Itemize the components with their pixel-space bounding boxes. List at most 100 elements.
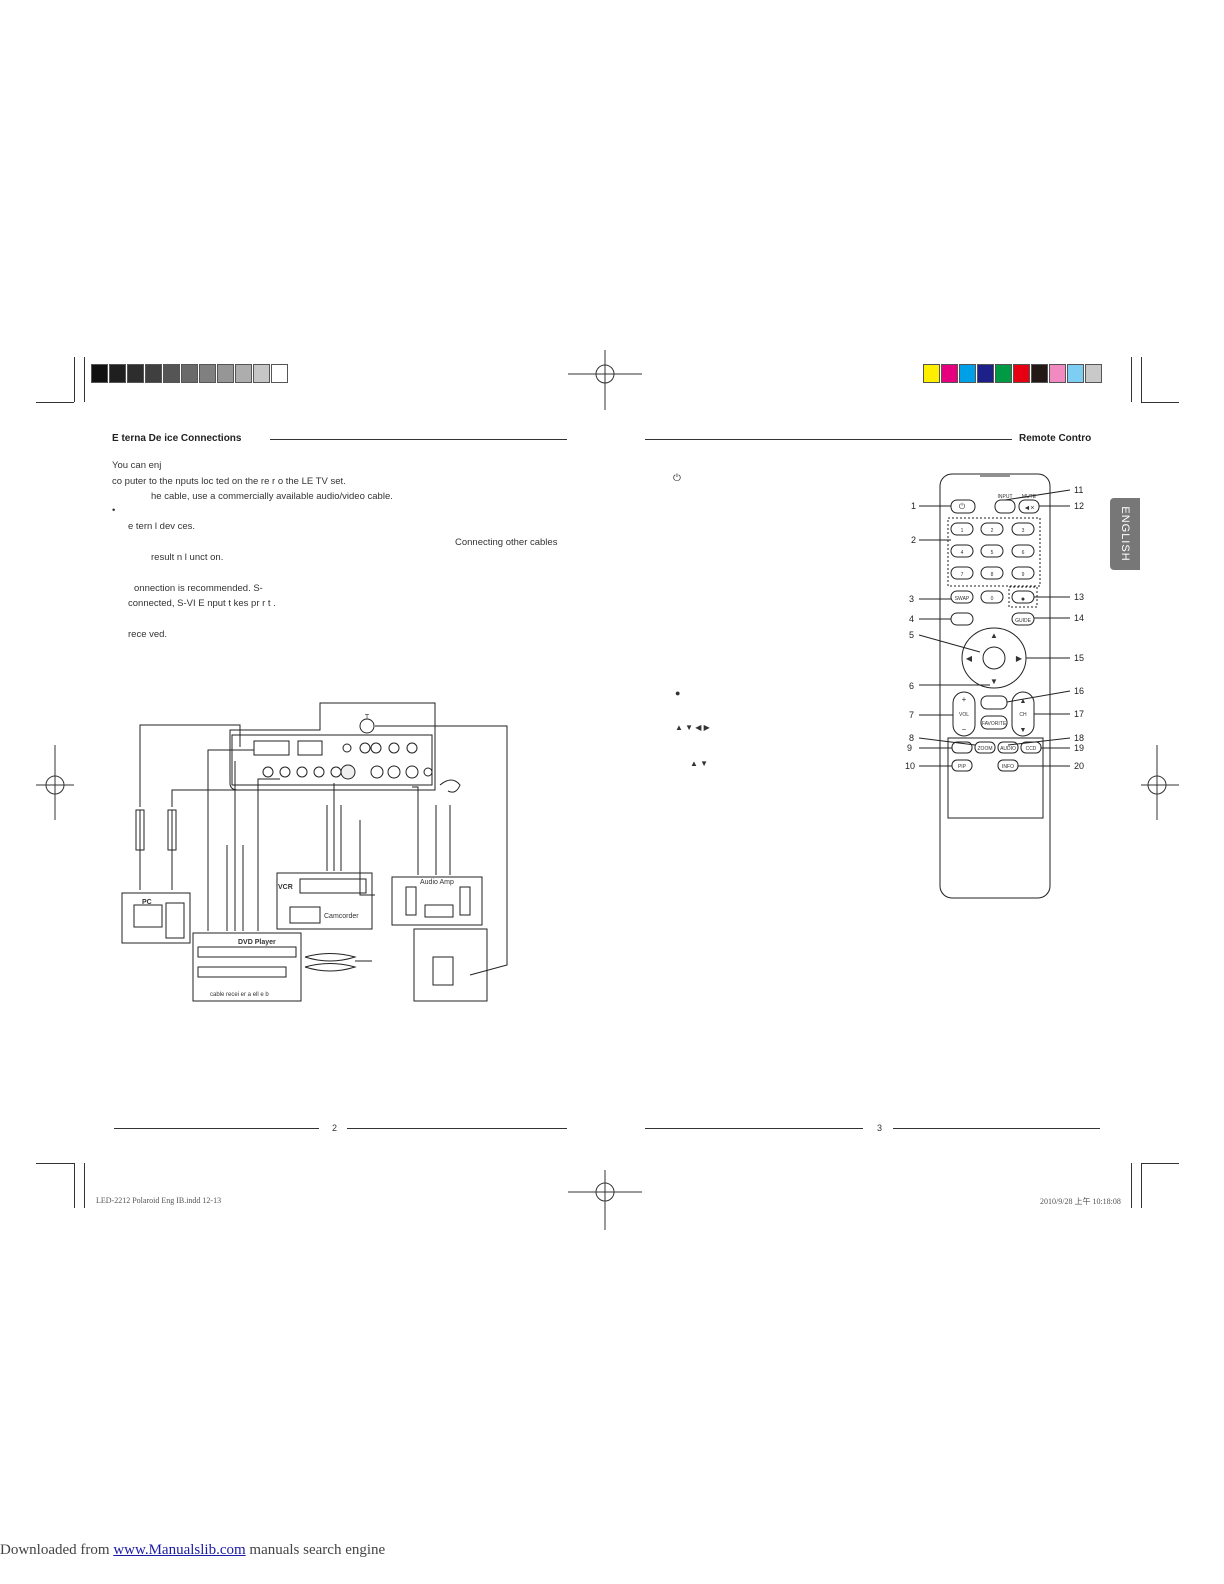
- color-swatch: [1049, 364, 1066, 383]
- svg-text:⏻: ⏻: [959, 502, 966, 511]
- camcorder-label: Camcorder: [324, 913, 359, 920]
- favorite-label: FAVORITE: [982, 721, 1007, 727]
- digit: 9: [1022, 572, 1025, 578]
- vol-label: VOL: [959, 712, 969, 718]
- zero-label: 0: [991, 596, 994, 602]
- up-down-symbol: ▲ ▼: [690, 759, 709, 768]
- footer-prefix: Downloaded from: [0, 1542, 114, 1558]
- bullet: •: [112, 505, 116, 516]
- digit: 6: [1022, 550, 1025, 556]
- svg-text:●: ●: [1021, 596, 1025, 603]
- callout: 17: [1074, 709, 1084, 719]
- left-page-heading: E terna De ice Connections: [112, 433, 242, 444]
- digit: 5: [991, 550, 994, 556]
- pc-label: PC: [142, 899, 152, 906]
- callout: 10: [905, 761, 915, 771]
- callout: 2: [911, 535, 916, 545]
- color-swatch: [923, 364, 940, 383]
- swap-label: SWAP: [955, 596, 970, 602]
- svg-text:▲: ▲: [1020, 698, 1027, 705]
- callout: 19: [1074, 743, 1084, 753]
- gray-swatch: [217, 364, 234, 383]
- gray-swatch: [163, 364, 180, 383]
- audio-label: AUDIO: [1000, 746, 1016, 752]
- color-swatch: [1067, 364, 1084, 383]
- paragraph-line: Connecting other cables: [455, 537, 558, 548]
- callout: 12: [1074, 501, 1084, 511]
- gray-swatch: [109, 364, 126, 383]
- vcr-label: VCR: [278, 884, 293, 891]
- paragraph-line: You can enj: [112, 460, 162, 471]
- svg-text:◀: ◀: [966, 654, 973, 663]
- gray-swatch: [91, 364, 108, 383]
- paragraph-line: connected, S-VI E nput t kes pr r t .: [128, 598, 276, 609]
- svg-text:▼: ▼: [1020, 727, 1027, 734]
- callout: 11: [1074, 485, 1083, 495]
- callout: 7: [909, 710, 914, 720]
- page-number-left: 2: [332, 1123, 338, 1133]
- color-swatch: [1085, 364, 1102, 383]
- callout: 3: [909, 594, 914, 604]
- gray-swatch: [271, 364, 288, 383]
- paragraph-line: he cable, use a commercially available a…: [151, 491, 393, 502]
- remote-control-diagram: INPUT MUTE ⏻ ◄× 1 2 3 4 5 6 7 8 9 SWAP 0…: [905, 473, 1084, 899]
- pip-label: PIP: [958, 764, 967, 770]
- gray-swatch: [127, 364, 144, 383]
- color-swatch: [959, 364, 976, 383]
- digit: 7: [961, 572, 964, 578]
- color-swatch: [1013, 364, 1030, 383]
- footer-rule-right-2: [893, 1128, 1100, 1129]
- callout: 16: [1074, 686, 1084, 696]
- zoom-label: ZOOM: [978, 746, 993, 752]
- color-swatch: [995, 364, 1012, 383]
- dvd-label: DVD Player: [238, 939, 276, 946]
- callout: 15: [1074, 653, 1084, 663]
- power-symbol: ⏻: [673, 473, 681, 484]
- mute-label: MUTE: [1022, 494, 1037, 500]
- footer-rule-right: [645, 1128, 863, 1129]
- digit: 8: [991, 572, 994, 578]
- footer-rule-left: [114, 1128, 319, 1129]
- connection-diagram: T PC VCR Camcorder Audio Amp DVD Player …: [121, 702, 508, 1002]
- footer-suffix: manuals search engine: [245, 1542, 386, 1558]
- gray-swatch: [181, 364, 198, 383]
- color-swatch: [977, 364, 994, 383]
- paragraph-line: rece ved.: [128, 629, 168, 640]
- ccd-label: CCD: [1026, 746, 1037, 752]
- gray-swatch: [253, 364, 270, 383]
- heading-rule: [270, 439, 567, 440]
- svg-text:+: +: [962, 695, 967, 704]
- digit: 4: [961, 550, 964, 556]
- arrow-keys-symbol: ▲ ▼ ◀ ▶: [675, 723, 710, 732]
- manualslib-link[interactable]: www.Manualslib.com: [113, 1542, 246, 1558]
- callout: 13: [1074, 592, 1084, 602]
- callout: 5: [909, 630, 914, 640]
- callout: 14: [1074, 613, 1084, 623]
- footer-rule-left-2: [347, 1128, 567, 1129]
- print-slug-date: 2010/9/28 上午 10:18:08: [1040, 1197, 1121, 1206]
- svg-text:▶: ▶: [1016, 654, 1023, 663]
- heading-rule-right: [645, 439, 1012, 440]
- print-slug-file: LED-2212 Polaroid Eng IB.indd 12-13: [96, 1196, 222, 1205]
- color-swatch: [1031, 364, 1048, 383]
- page-number-right: 3: [877, 1123, 883, 1133]
- tv-label: T: [365, 714, 370, 721]
- paragraph-line: onnection is recommended. S-: [134, 583, 263, 594]
- right-page-heading: Remote Contro: [1019, 433, 1092, 444]
- svg-text:▼: ▼: [990, 677, 998, 686]
- cable-receiver-label: cable recei er a ell e b: [210, 992, 269, 998]
- color-swatch: [941, 364, 958, 383]
- callout: 8: [909, 733, 914, 743]
- guide-label: GUIDE: [1015, 618, 1032, 624]
- callout: 4: [909, 614, 914, 624]
- language-tab: ENGLISH: [1110, 498, 1140, 570]
- digit: 3: [1022, 528, 1025, 534]
- callout: 1: [911, 501, 916, 511]
- gray-swatch: [145, 364, 162, 383]
- gray-swatch: [199, 364, 216, 383]
- callout: 6: [909, 681, 914, 691]
- audio-amp-label: Audio Amp: [420, 879, 454, 886]
- callout: 20: [1074, 761, 1084, 771]
- callout: 9: [907, 743, 912, 753]
